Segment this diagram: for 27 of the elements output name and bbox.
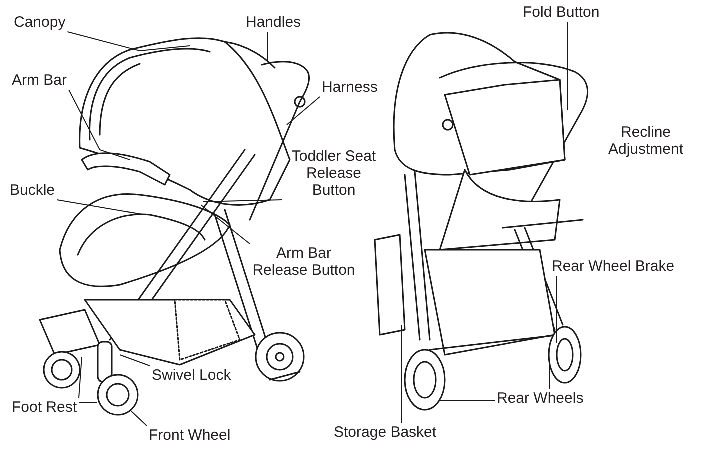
part-label: Arm Bar Release Button — [252, 245, 356, 279]
leader-line — [78, 402, 98, 404]
part-label: Buckle — [10, 182, 56, 199]
part-label: Front Wheel — [149, 427, 231, 444]
part-label: Rear Wheels — [497, 390, 584, 407]
leader-line — [130, 410, 148, 426]
part-label: Canopy — [14, 14, 66, 31]
leader-line — [56, 200, 146, 216]
leader-line — [67, 32, 190, 52]
part-label: Storage Basket — [334, 424, 437, 441]
leader-line — [200, 204, 250, 244]
part-label: Harness — [322, 79, 378, 96]
leader-line — [202, 200, 282, 202]
part-label: Handles — [246, 14, 302, 31]
leader-line — [286, 96, 320, 126]
part-label: Recline Adjustment — [586, 124, 704, 158]
part-label: Toddler Seat Release Button — [284, 148, 384, 199]
part-label: Foot Rest — [12, 399, 78, 416]
part-label: Swivel Lock — [152, 367, 232, 384]
leader-line — [78, 356, 82, 398]
leader-line — [440, 400, 496, 402]
leader-line — [556, 276, 558, 344]
leader-line — [68, 90, 130, 160]
part-label: Arm Bar — [12, 72, 68, 89]
part-label: Fold Button — [523, 4, 600, 21]
leader-line — [120, 354, 150, 366]
part-label: Rear Wheel Brake — [552, 258, 675, 275]
